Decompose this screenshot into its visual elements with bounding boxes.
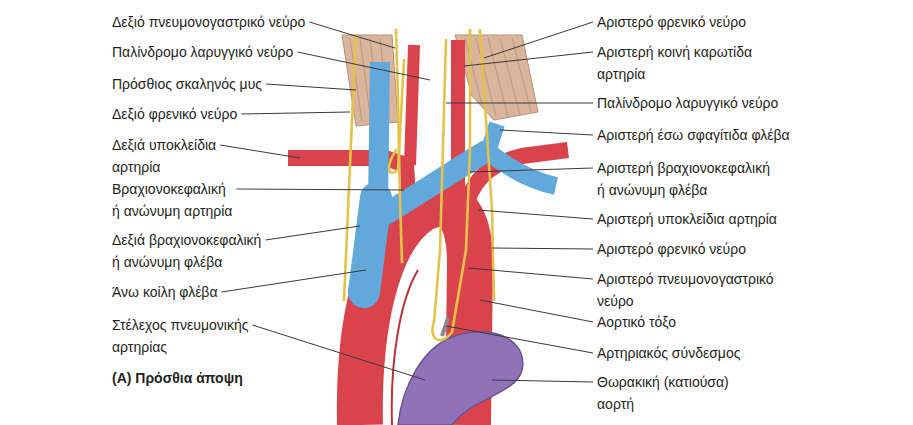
leader-line (500, 130, 593, 135)
part-label: Δεξιά υποκλείδια αρτηρία (112, 134, 216, 178)
right-common-carotid (410, 45, 414, 165)
leader-line (446, 326, 593, 353)
leader-line (297, 52, 430, 80)
left-phrenic (480, 30, 494, 300)
leader-line (446, 103, 593, 104)
ligamentum-arteriosum (442, 318, 448, 336)
part-label: Δεξιά βραχιονοκεφαλική ή ανώνυμη φλέβα (112, 229, 261, 273)
part-label: Βραχιονοκεφαλική ή ανώνυμη αρτηρία (112, 178, 232, 222)
leader-line (484, 22, 593, 58)
part-label: Παλίνδρομο λαρυγγικό νεύρο (597, 92, 778, 114)
leader-line (464, 52, 593, 66)
leader-line (222, 270, 366, 292)
part-label: Δεξιό πνευμονογαστρικό νεύρο (112, 11, 305, 33)
right-recurrent-laryngeal (389, 60, 404, 173)
part-label: Παλίνδρομο λαρυγγικό νεύρο (112, 41, 293, 63)
leader-line (265, 226, 360, 240)
part-label: Αριστερή κοινή καρωτίδα αρτηρία (597, 41, 752, 85)
part-label: Αριστερό πνευμονογαστρικό νεύρο (597, 268, 774, 312)
part-label: Αρτηριακός σύνδεσμος (597, 342, 740, 364)
leader-line (220, 145, 300, 158)
leader-line (492, 380, 593, 382)
leader-line (236, 189, 404, 190)
leader-line (309, 22, 395, 48)
left-vagus (452, 30, 470, 332)
part-label: Πρόσθιος σκαληνός μυς (112, 73, 262, 95)
arteries (288, 40, 568, 425)
left-recurrent-laryngeal (432, 40, 452, 340)
left-scalene-muscle (455, 35, 538, 120)
part-label: Αορτικό τόξο (597, 311, 676, 333)
part-label: Αριστερό φρενικό νεύρο (597, 11, 746, 33)
nerves (344, 30, 494, 340)
part-label: Αριστερή υποκλείδια αρτηρία (597, 208, 777, 230)
leader-line (470, 168, 593, 172)
left-subclavian-vein (486, 150, 556, 186)
pulmonary-trunk (398, 332, 523, 425)
part-label: Δεξιό φρενικό νεύρο (112, 103, 237, 125)
leader-line (241, 112, 350, 114)
leader-line (478, 210, 593, 219)
leader-line (480, 300, 593, 322)
part-label: Άνω κοίλη φλέβα (112, 281, 218, 303)
part-label: Στέλεχος πνευμονικής αρτηρίας (112, 314, 248, 358)
part-label: Θωρακική (κατιούσα) αορτή (597, 371, 729, 415)
view-caption: (A) Πρόσθια άποψη (112, 367, 243, 389)
right-phrenic (344, 35, 356, 300)
leader-line (492, 248, 593, 249)
leader-line (266, 84, 356, 90)
part-label: Αριστερή έσω σφαγίτιδα φλέβα (597, 124, 790, 146)
leader-line (468, 268, 593, 279)
part-label: Αριστερό φρενικό νεύρο (597, 238, 746, 260)
leader-line (252, 325, 425, 380)
part-label: Αριστερή βραχιονοκεφαλική ή ανώνυμη φλέβ… (597, 157, 770, 201)
veins (364, 62, 556, 292)
